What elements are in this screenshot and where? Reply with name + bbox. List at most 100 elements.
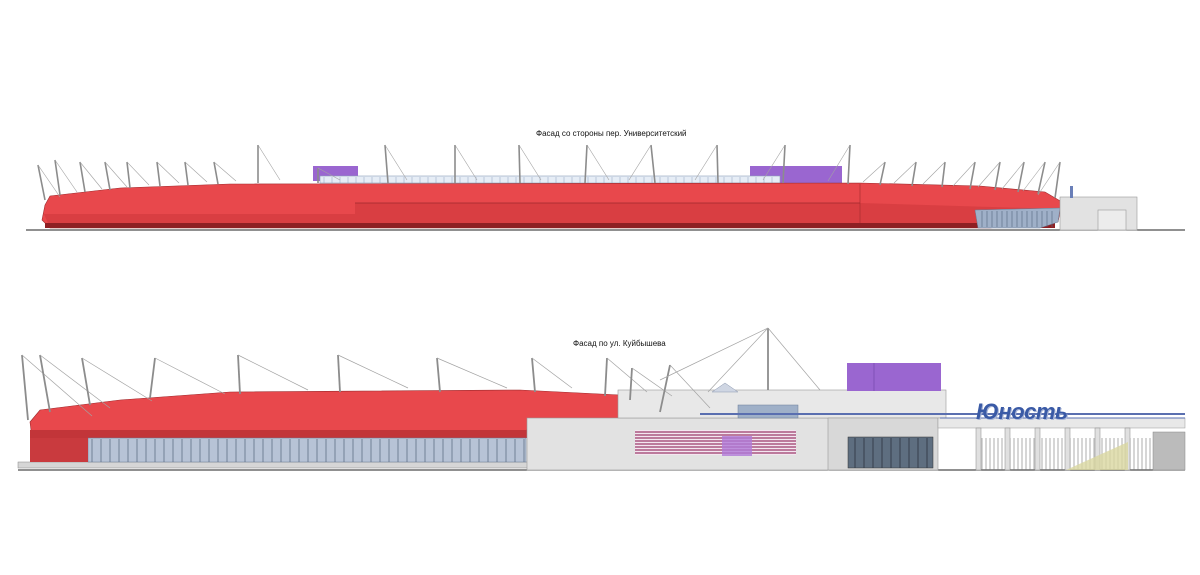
mast	[126, 161, 131, 189]
mast-cable	[893, 161, 917, 184]
mast-cable	[156, 161, 180, 184]
mast	[1054, 161, 1061, 199]
bottom-end-block	[1152, 431, 1186, 471]
top-glazed-end	[974, 207, 1061, 229]
tall-mast-cable	[707, 327, 769, 393]
mast	[237, 354, 241, 395]
top-roof-shadow	[45, 223, 1055, 228]
mast-cable	[977, 161, 1001, 188]
bottom-glazing	[87, 437, 527, 463]
top-annex-door	[1097, 209, 1127, 231]
mast-cable	[952, 161, 976, 187]
mast-cable	[39, 354, 111, 409]
bottom-upper-windows	[737, 404, 799, 419]
bottom-striped-window	[635, 430, 796, 455]
mast	[213, 161, 219, 185]
bottom-facade	[17, 327, 1186, 471]
bottom-stair	[1066, 442, 1128, 470]
top-roof-lower-band	[44, 203, 1060, 228]
mast	[584, 144, 588, 184]
mast-cable	[586, 144, 610, 181]
mast-cable	[1001, 161, 1025, 190]
mast-cable	[37, 164, 61, 198]
mast	[941, 161, 946, 188]
mast	[184, 161, 189, 186]
bottom-purple-block	[847, 363, 941, 391]
mast-cable	[184, 161, 208, 183]
mast	[969, 161, 976, 190]
top-annex-sign	[1070, 186, 1073, 198]
bottom-pediment	[711, 382, 739, 393]
mast	[39, 354, 51, 413]
mast	[994, 161, 1001, 191]
mast-cable	[257, 144, 281, 181]
mast	[782, 144, 786, 184]
mast	[149, 357, 156, 399]
mast-cable	[827, 144, 851, 182]
bottom-purple-accent	[722, 436, 752, 456]
mast-cable	[104, 161, 128, 188]
mast	[156, 161, 161, 187]
mast-cable	[762, 144, 786, 181]
mast-cable	[531, 357, 573, 389]
colonnade-pillar	[1064, 427, 1071, 471]
mast-cable	[454, 144, 478, 181]
mast	[384, 144, 389, 184]
mast	[531, 357, 536, 393]
colonnade-pillar	[975, 427, 982, 471]
mast-cable	[606, 357, 648, 393]
mast-cable	[213, 161, 237, 182]
mast-cable	[518, 144, 542, 181]
mast-cable	[1037, 161, 1061, 196]
mast	[104, 161, 111, 191]
top-masts	[37, 144, 1061, 201]
mast	[629, 367, 633, 401]
bottom-entrance-glass	[847, 436, 934, 469]
colonnade-pillar	[1004, 427, 1011, 471]
mast-cable	[862, 161, 886, 183]
colonnade-pillar	[1034, 427, 1041, 471]
bottom-glazing-mullions	[91, 439, 525, 462]
mast-cable	[317, 167, 341, 181]
mast	[54, 159, 61, 196]
mast-cable	[126, 161, 150, 186]
tall-mast-cable	[659, 327, 769, 381]
mast-cable	[384, 144, 408, 181]
mast-cable	[79, 161, 103, 190]
mast	[1037, 161, 1046, 195]
mast	[659, 364, 671, 413]
mast-cable	[436, 357, 508, 389]
mast	[847, 144, 851, 185]
caption-facade-top: Фасад со стороны пер. Университетский	[536, 129, 687, 138]
top-glazing-mullions	[981, 211, 1053, 227]
logo-yunost: Юность	[976, 399, 1068, 424]
mast	[518, 144, 521, 184]
mast-cable	[631, 367, 673, 397]
mast-cable	[21, 354, 93, 417]
tall-mast-cable	[767, 327, 821, 391]
mast	[37, 164, 46, 201]
mast-cable	[54, 159, 78, 193]
caption-facade-bottom: Фасад по ул. Куйбышева	[573, 339, 666, 348]
mast-cable	[337, 354, 409, 389]
mast-cable	[1022, 161, 1046, 192]
bottom-red-base	[30, 438, 88, 462]
top-facade	[26, 144, 1185, 231]
bottom-roof-edge	[30, 430, 527, 438]
mast-cable	[237, 354, 309, 391]
mast	[79, 161, 86, 193]
mast-cable	[154, 357, 226, 395]
mast-cable	[628, 144, 652, 181]
mast	[911, 161, 917, 187]
mast-cable	[81, 357, 153, 402]
mast	[1017, 161, 1025, 193]
mast	[604, 357, 608, 397]
mast-cable	[922, 161, 946, 185]
mast	[716, 144, 719, 184]
mast-cable	[694, 144, 718, 181]
bottom-window-stripes	[635, 431, 796, 454]
mast	[81, 357, 91, 406]
mast	[436, 357, 441, 393]
